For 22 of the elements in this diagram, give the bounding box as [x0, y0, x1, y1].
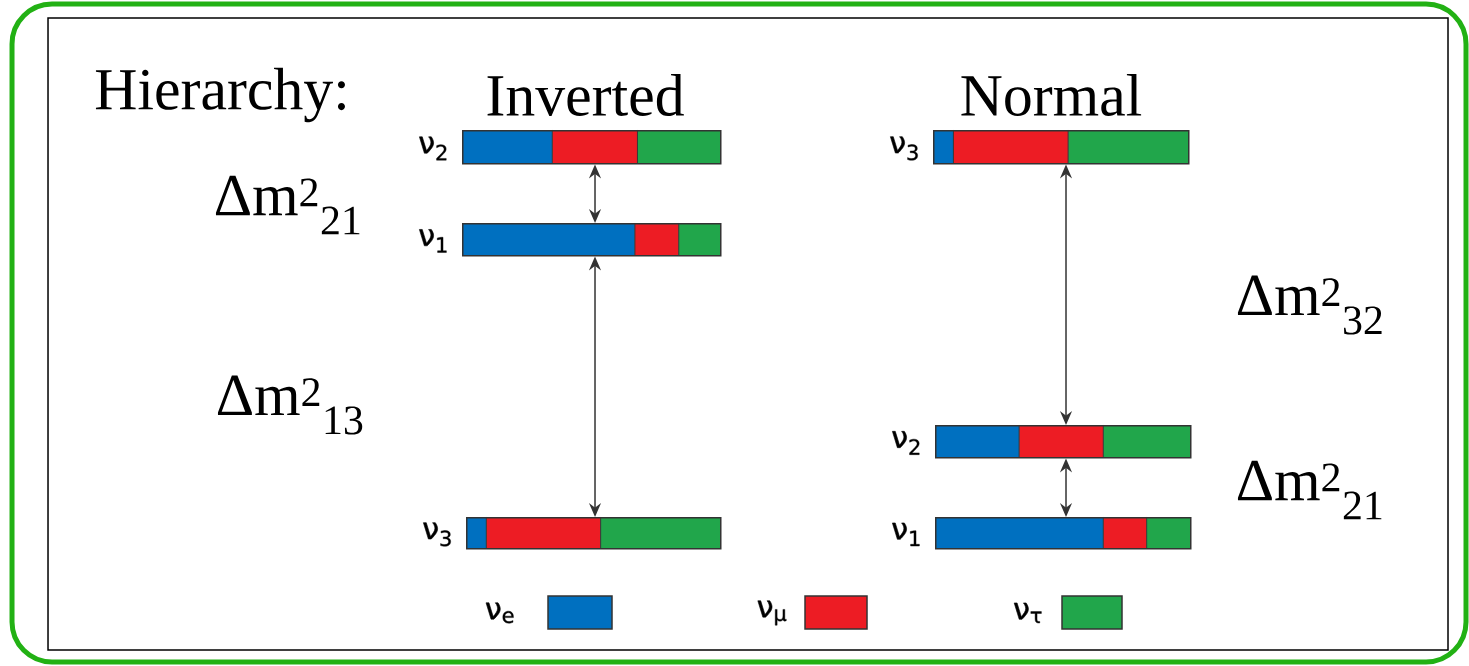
delta-mass-label: Δm$^{2}$21: [1237, 460, 1382, 520]
heading: Hierarchy:: [95, 67, 345, 123]
delta-mass-label: Δm$^{2}$13: [217, 375, 363, 435]
energy-level-bar: [935, 424, 1192, 459]
level-label: ν$_{2}$: [419, 136, 447, 161]
level-label: ν$_{3}$: [423, 522, 451, 547]
delta-mass-label: Δm$^{2}$32: [1237, 275, 1382, 335]
energy-level-bar: [933, 129, 1190, 165]
legend-label: ν$_{e}$: [485, 602, 514, 624]
energy-level-bar: [935, 516, 1192, 550]
level-label: ν$_{3}$: [890, 136, 918, 161]
level-label: ν$_{1}$: [419, 229, 447, 253]
energy-level-bar: [466, 516, 722, 550]
legend-label: ν$_{τ}$: [1013, 602, 1042, 623]
delta-mass-label: Δm$^{2}$21: [215, 175, 360, 235]
energy-level-bar: [462, 222, 722, 257]
energy-level-bar: [462, 129, 722, 165]
legend-label: ν$_{μ}$: [757, 600, 787, 626]
heading: Inverted: [487, 73, 684, 116]
level-label: ν$_{2}$: [892, 431, 920, 455]
level-label: ν$_{1}$: [892, 522, 920, 546]
heading: Normal: [961, 73, 1142, 116]
